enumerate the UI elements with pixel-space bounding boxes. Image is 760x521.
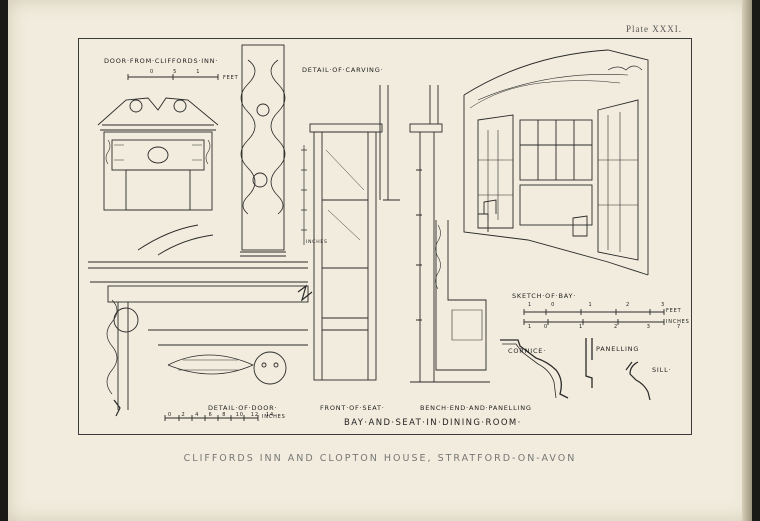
bay-scale-inches-ticks: 1 0 1 2 3 7 [528,324,681,330]
carving-scale-unit: INCHES [306,240,328,245]
label-door-from-cliffords-inn: DOOR·FROM·CLIFFORDS·INN· [104,57,219,65]
label-detail-of-carving: DETAIL·OF·CARVING· [302,66,384,74]
label-sketch-of-bay: SKETCH·OF·BAY· [512,292,577,300]
bay-scale-inches-unit: INCHES [666,319,690,325]
plate-caption: CLIFFORDS INN AND CLOPTON HOUSE, STRATFO… [183,453,577,464]
label-bench-end-and-panelling: BENCH·END·AND·PANELLING [420,404,532,412]
label-front-of-seat: FRONT·OF·SEAT· [320,404,385,412]
plate-page: Plate XXXI. [8,0,752,521]
door-scale-bar [127,74,219,80]
cornice-profile-drawing [500,339,569,399]
door-scale-unit: FEET [223,75,239,81]
detail-door-scale-unit: INCHES [262,414,286,420]
detail-of-door-drawing [88,224,313,417]
label-cornice: CORNICE· [508,347,547,355]
bay-scale-bars [523,309,665,325]
detail-door-scale-ticks: 0 2 4 6 8 10 12 14 [168,412,274,418]
label-detail-of-door: DETAIL·OF·DOOR· [208,404,278,412]
label-panelling: PANELLING [596,345,640,353]
bay-scale-feet-unit: FEET [666,308,682,314]
carving-panel-drawing [240,44,307,257]
architectural-drawings [88,44,665,421]
sketch-of-bay-drawing [463,49,649,276]
panelling-profile-drawing [585,338,593,388]
door-scale-ticks: 0 5 1 [150,69,201,75]
front-of-seat-drawing [309,85,400,381]
bench-end-drawing [409,85,490,383]
door-elevation-drawing [97,97,219,211]
plate-border [78,38,692,435]
sill-profile-drawing [625,361,651,401]
label-sill: SILL· [652,366,672,374]
detail-door-scale-bar [164,415,259,421]
book-spine-edge [742,0,752,521]
bay-scale-feet-ticks: 1 0 1 2 3 [528,302,666,308]
label-bay-and-seat: BAY·AND·SEAT·IN·DINING·ROOM· [344,418,522,428]
plate-number: Plate XXXI. [626,24,682,34]
